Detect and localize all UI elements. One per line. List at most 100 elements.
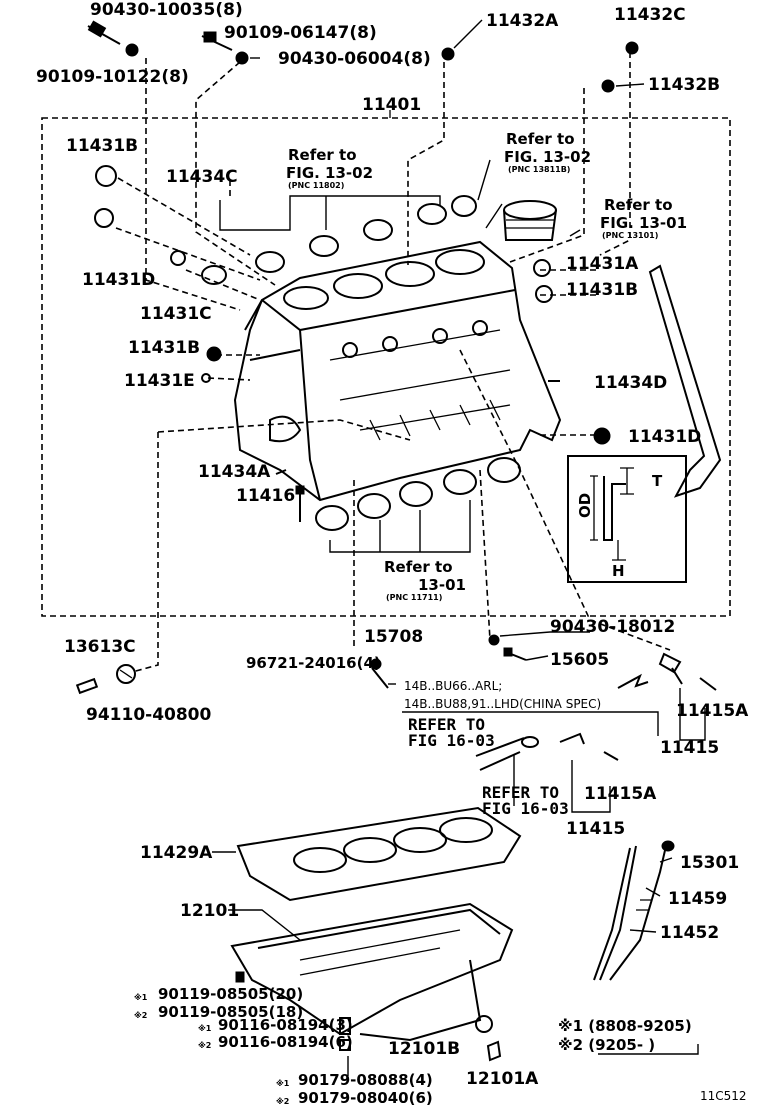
leader-line — [407, 62, 445, 265]
bolt-13613C — [75, 677, 99, 695]
part-label: 90119-08505(20) — [158, 985, 303, 1003]
leader-line — [459, 349, 671, 651]
bolt-11416 — [295, 485, 305, 522]
dipstick-guide-upper — [648, 264, 722, 498]
part-label: 11415A — [676, 701, 749, 721]
part-label: 13613C — [64, 637, 136, 657]
leader-line — [157, 419, 411, 441]
bolt-90430-18012 — [488, 634, 500, 646]
leader-line — [131, 432, 159, 673]
oil-pan — [230, 902, 514, 1042]
part-label: 11431A — [566, 254, 639, 274]
plug-11431B-top — [95, 165, 117, 187]
leader-line — [479, 469, 491, 641]
main-bearings-lower — [315, 457, 521, 531]
leader-line — [599, 52, 631, 256]
part-label: 11431B — [566, 280, 638, 300]
part-label: 11452 — [660, 923, 719, 943]
part-label: 11434C — [166, 167, 238, 187]
part-label: 11431B — [128, 338, 200, 358]
reference-note: (PNC 11711) — [386, 593, 442, 602]
leader-line — [207, 377, 251, 381]
part-label: 90430-10035(8) — [90, 0, 243, 20]
part-label: 11431D — [628, 427, 701, 447]
reference-note: FIG. 13-02 — [504, 148, 591, 166]
leader-line — [185, 269, 261, 301]
leader-line — [525, 655, 549, 661]
bearing-dimension-inset — [567, 455, 687, 583]
part-label: 11431C — [140, 304, 212, 324]
plug-11431B-left — [206, 346, 222, 362]
applicability-note: 14B..BU88,91..LHD(CHINA SPEC) — [404, 697, 601, 711]
leader-line — [499, 631, 590, 637]
note-mark: ※2 — [198, 1040, 211, 1050]
dimension-label: OD — [576, 493, 594, 518]
plug-11431D-left — [94, 208, 114, 228]
legend-entry: ※1 (8808-9205) — [558, 1017, 692, 1035]
leader-line — [195, 61, 276, 286]
part-label: 11415 — [660, 738, 719, 758]
leader-line — [615, 83, 645, 87]
bolt-90430-10035 — [87, 20, 139, 57]
plug-11432B — [601, 79, 615, 93]
note-mark: ※1 — [276, 1078, 290, 1088]
leader-line — [509, 88, 585, 263]
dimension-label: T — [652, 472, 663, 490]
reference-note: FIG. 13-02 — [286, 164, 373, 182]
legend-underline — [598, 1044, 699, 1055]
part-label: 11401 — [362, 95, 421, 115]
reference-note: 13-01 — [418, 576, 466, 594]
reference-note: Refer to — [288, 146, 357, 164]
reference-note: (PNC 13101) — [602, 231, 658, 240]
part-label: 15605 — [550, 650, 609, 670]
note-mark: ※2 — [134, 1010, 147, 1020]
part-label: 11415A — [584, 784, 657, 804]
reference-note: Refer to — [506, 130, 575, 148]
cylinder-block — [233, 240, 562, 502]
bolt-90116-08194 — [339, 1017, 351, 1035]
part-label: 11434D — [594, 373, 667, 393]
part-label: 12101A — [466, 1069, 539, 1089]
part-label: 11416 — [236, 486, 295, 506]
reference-note: FIG 16-03 — [408, 731, 495, 750]
leader-line — [145, 58, 241, 311]
leader-line — [659, 857, 673, 863]
pin-11434A — [275, 469, 287, 475]
part-label: 11431E — [124, 371, 195, 391]
part-label: 96721-24016(4) — [246, 654, 381, 672]
leader-line — [453, 19, 483, 49]
leader-line — [117, 177, 251, 256]
bracket-line — [679, 688, 706, 741]
part-label: 11459 — [668, 889, 727, 909]
part-label: 90119-08505(18) — [158, 1003, 303, 1021]
part-label: 90109-06147(8) — [224, 23, 377, 43]
reference-note: FIG 16-03 — [482, 799, 569, 818]
main-bearings-upper — [201, 195, 477, 285]
part-label: 15708 — [364, 627, 423, 647]
part-label: 11431B — [66, 136, 138, 156]
part-label: 11429A — [140, 843, 213, 863]
reference-note: FIG. 13-01 — [600, 214, 687, 232]
bracket-line — [379, 510, 421, 552]
leader-line — [115, 227, 261, 281]
plug-11431A — [533, 259, 551, 277]
part-label: 90430-18012 — [550, 617, 675, 637]
part-label: 90430-06004(8) — [278, 49, 431, 69]
dimension-label: H — [612, 562, 625, 580]
bracket-line — [329, 500, 471, 553]
bolt-90109-06147 — [201, 31, 249, 65]
legend-entry: ※2 (9205- ) — [558, 1036, 655, 1054]
leader-line — [228, 909, 301, 941]
bolt-90179 — [339, 1039, 351, 1051]
oil-nozzle-lower — [475, 732, 619, 771]
plug-11431E — [201, 373, 211, 383]
leader-line — [629, 929, 657, 933]
part-label: 11431D — [82, 270, 155, 290]
note-mark: ※2 — [276, 1096, 289, 1106]
bracket-line — [402, 711, 659, 736]
part-label: 11432B — [648, 75, 720, 95]
bolt-90119-08505 — [235, 971, 245, 983]
part-label: 15301 — [680, 853, 739, 873]
note-mark: ※1 — [134, 992, 148, 1002]
